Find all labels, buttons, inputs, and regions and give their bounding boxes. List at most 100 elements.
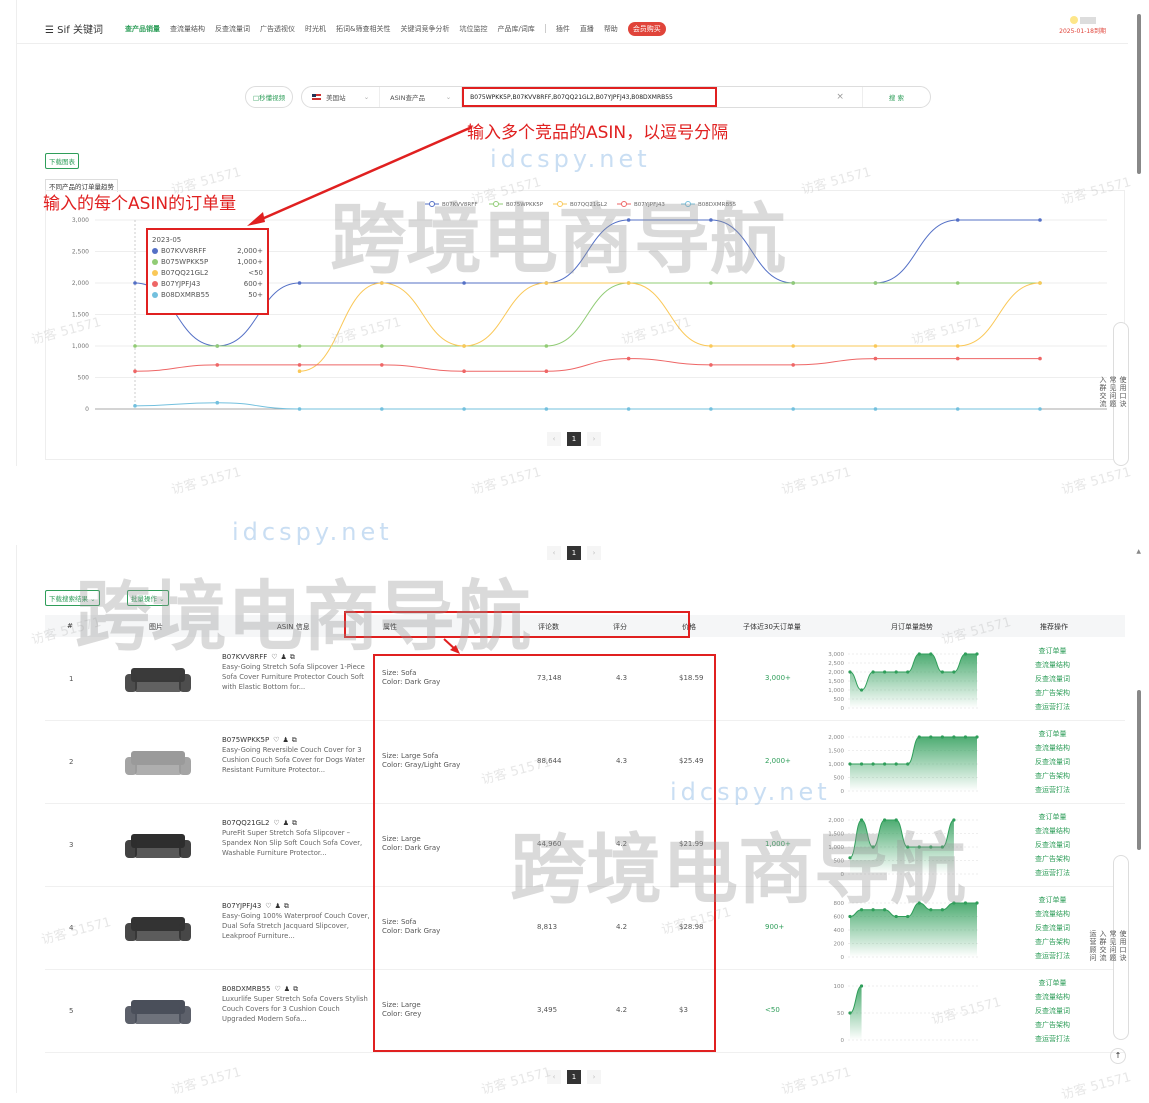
action-link[interactable]: 查广告架构 (1035, 855, 1070, 863)
data-point[interactable] (380, 344, 384, 348)
nav-item[interactable]: 直播 (579, 24, 594, 33)
asin-link[interactable]: B07QQ21GL2 (222, 819, 270, 827)
prev-page-button[interactable]: ‹ (547, 546, 561, 560)
data-point[interactable] (462, 369, 466, 374)
scroll-up-arrow-icon[interactable]: ▲ (1136, 548, 1141, 555)
product-image[interactable] (125, 915, 191, 943)
trend-point[interactable] (940, 908, 944, 912)
side-toolbar-top[interactable]: 使用口诀常见问题入群交流 (1099, 322, 1129, 466)
data-point[interactable] (955, 356, 960, 361)
product-title[interactable]: Easy-Going Stretch Sofa Slipcover 1-Piec… (222, 663, 365, 691)
user-icon[interactable]: ♟ (280, 653, 287, 661)
product-title[interactable]: Luxurlife Super Stretch Sofa Covers Styl… (222, 995, 368, 1023)
data-point[interactable] (626, 281, 631, 285)
header-reviews[interactable]: 评论数 (538, 623, 559, 631)
data-point[interactable] (544, 344, 549, 348)
copy-icon[interactable]: ⧉ (291, 736, 297, 744)
vip-purchase-button[interactable]: 会员购买 (627, 21, 666, 36)
action-link[interactable]: 查流量结构 (1035, 993, 1070, 1001)
copy-icon[interactable]: ⧉ (291, 819, 297, 827)
trend-point[interactable] (963, 735, 968, 739)
data-point[interactable] (873, 281, 878, 285)
nav-item[interactable]: 坑位监控 (459, 24, 488, 33)
trend-point[interactable] (917, 652, 921, 656)
data-point[interactable] (1038, 407, 1042, 411)
action-link[interactable]: 查订单量 (1038, 647, 1067, 655)
trend-point[interactable] (859, 984, 864, 988)
clear-icon[interactable]: × (836, 92, 844, 102)
asin-link[interactable]: B08DXMRB55 (222, 985, 271, 993)
data-point[interactable] (544, 369, 549, 374)
trend-point[interactable] (929, 845, 933, 849)
data-point[interactable] (873, 356, 878, 361)
product-image[interactable] (125, 832, 191, 860)
trend-point[interactable] (917, 901, 921, 905)
trend-point[interactable] (906, 914, 910, 919)
trend-point[interactable] (871, 670, 875, 674)
download-results-button[interactable]: 下载搜索结果 ⌄ (45, 590, 100, 606)
data-point[interactable] (791, 281, 795, 285)
trend-point[interactable] (871, 762, 875, 766)
favorite-icon[interactable]: ♡ (273, 819, 280, 827)
nav-item[interactable]: 产品库/词库 (497, 24, 535, 33)
product-title[interactable]: Easy-Going Reversible Couch Cover for 3 … (222, 746, 366, 774)
trend-point[interactable] (848, 1011, 852, 1015)
data-point[interactable] (955, 218, 960, 222)
action-link[interactable]: 查流量结构 (1035, 744, 1070, 752)
action-link[interactable]: 反查流量词 (1035, 1007, 1070, 1015)
data-point[interactable] (709, 344, 713, 348)
next-page-button[interactable]: › (587, 546, 601, 560)
product-image[interactable] (125, 998, 191, 1026)
search-button[interactable]: 搜 索 (861, 87, 930, 107)
copy-icon[interactable]: ⧉ (289, 653, 295, 661)
side-tool-item[interactable]: 常见问题 (1109, 929, 1117, 962)
user-icon[interactable]: ♟ (282, 819, 289, 827)
header-orders[interactable]: 子体近30天订单量 (743, 623, 801, 631)
trend-point[interactable] (906, 845, 910, 849)
data-point[interactable] (297, 344, 302, 348)
trend-point[interactable] (917, 845, 921, 849)
action-link[interactable]: 查运营打法 (1035, 952, 1070, 960)
data-point[interactable] (709, 363, 713, 367)
data-point[interactable] (380, 407, 384, 411)
data-point[interactable] (544, 407, 549, 411)
trend-point[interactable] (859, 908, 864, 912)
trend-point[interactable] (929, 735, 933, 739)
action-link[interactable]: 查流量结构 (1035, 661, 1070, 669)
data-point[interactable] (215, 344, 220, 348)
action-link[interactable]: 查运营打法 (1035, 786, 1070, 794)
legend-item[interactable]: B07QQ21GL2 (553, 201, 607, 209)
site-select[interactable]: 美国站⌄ (302, 87, 381, 107)
copy-icon[interactable]: ⧉ (283, 902, 289, 910)
trend-point[interactable] (940, 735, 944, 739)
mode-select[interactable]: ASIN查产品⌄ (380, 87, 463, 107)
data-point[interactable] (873, 407, 878, 411)
trend-point[interactable] (859, 688, 864, 692)
action-link[interactable]: 查流量结构 (1035, 910, 1070, 918)
trend-point[interactable] (883, 762, 887, 766)
action-link[interactable]: 查运营打法 (1035, 869, 1070, 877)
nav-item[interactable]: 时光机 (304, 24, 326, 33)
action-link[interactable]: 查订单量 (1038, 896, 1067, 904)
legend-item[interactable]: B08DXMRB55 (681, 201, 737, 209)
nav-item[interactable]: 插件 (555, 24, 570, 33)
data-point[interactable] (297, 407, 302, 411)
data-point[interactable] (709, 407, 713, 411)
data-point[interactable] (955, 344, 960, 348)
back-to-top-icon[interactable]: ↑ (1110, 1048, 1126, 1064)
data-point[interactable] (873, 344, 878, 348)
action-link[interactable]: 查订单量 (1038, 979, 1067, 987)
chart-tab[interactable]: 不同产品的订单量趋势 (45, 179, 118, 192)
trend-point[interactable] (963, 652, 968, 656)
data-point[interactable] (133, 344, 137, 348)
trend-point[interactable] (848, 762, 852, 766)
side-tool-item[interactable]: 使用口诀 (1119, 929, 1127, 962)
trend-point[interactable] (894, 762, 898, 766)
trend-point[interactable] (906, 762, 910, 766)
scrollbar-thumb-top[interactable] (1137, 14, 1141, 174)
trend-point[interactable] (871, 845, 875, 849)
asin-search-input[interactable]: B075WPKK5P,B07KVV8RFF,B07QQ21GL2,B07YJPF… (462, 87, 718, 107)
trend-point[interactable] (975, 735, 979, 739)
page-1-button[interactable]: 1 (567, 432, 581, 446)
product-image[interactable] (125, 666, 191, 694)
